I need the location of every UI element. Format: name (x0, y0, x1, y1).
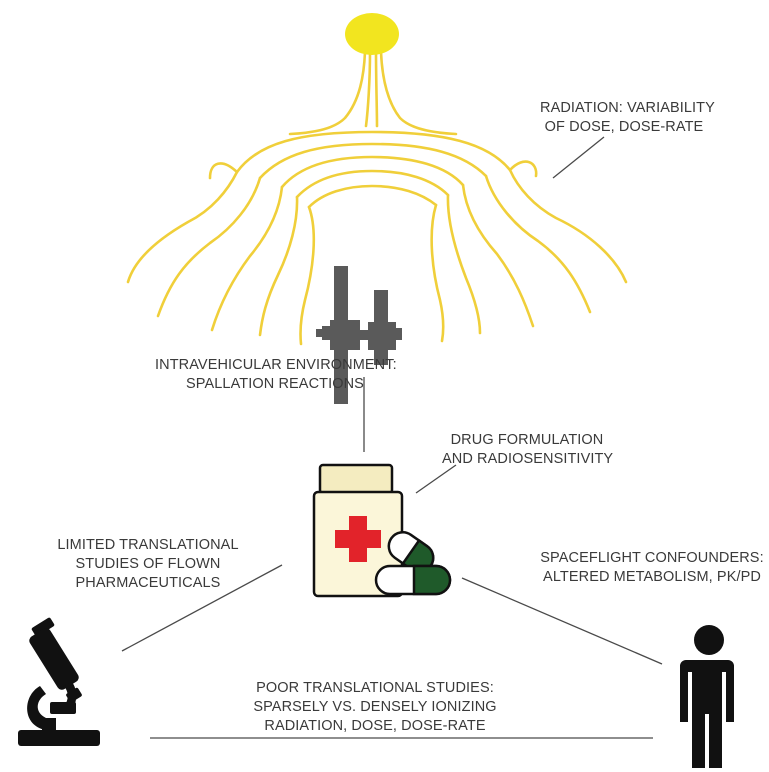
label-line: SPACEFLIGHT CONFOUNDERS: (540, 550, 764, 566)
field-line (508, 160, 538, 178)
field-line (307, 184, 438, 209)
connector-lines (121, 136, 663, 739)
connector-drug (415, 464, 457, 494)
field-line (280, 155, 465, 189)
connector-radiation (552, 136, 605, 179)
field-line (364, 50, 372, 128)
label-poor: POOR TRANSLATIONAL STUDIES: SPARSELY VS.… (246, 679, 504, 736)
field-line (508, 168, 628, 284)
label-spaceflight: SPACEFLIGHT CONFOUNDERS: ALTERED METABOL… (536, 549, 768, 587)
field-line (208, 162, 239, 180)
person-icon (680, 625, 734, 768)
field-line (374, 50, 379, 128)
label-line: STUDIES OF FLOWN (75, 556, 221, 572)
label-drug: DRUG FORMULATION AND RADIOSENSITIVITY (442, 431, 614, 469)
field-line (484, 174, 592, 314)
microscope-icon (18, 617, 100, 746)
label-line: PHARMACEUTICALS (75, 575, 221, 591)
field-line (126, 170, 239, 284)
field-line (461, 183, 535, 328)
field-line (430, 203, 445, 343)
label-line: LIMITED TRANSLATIONAL (57, 537, 239, 553)
label-line: INTRAVEHICULAR ENVIRONMENT: (155, 357, 397, 373)
label-line: RADIATION: VARIABILITY (540, 100, 715, 116)
label-line: OF DOSE, DOSE-RATE (544, 119, 704, 135)
connector-spaceflight (461, 577, 663, 665)
capsule-icon (374, 531, 452, 596)
sun-icon (345, 13, 399, 55)
field-line (258, 142, 488, 180)
connector-limited (121, 564, 283, 652)
label-limited: LIMITED TRANSLATIONAL STUDIES OF FLOWN P… (42, 536, 254, 593)
label-line: SPARSELY VS. DENSELY IONIZING (253, 699, 497, 715)
field-line (156, 176, 262, 318)
field-line (235, 130, 512, 174)
label-line: ALTERED METABOLISM, PK/PD (543, 569, 761, 585)
label-line: RADIATION, DOSE, DOSE-RATE (264, 718, 486, 734)
label-line: DRUG FORMULATION (450, 432, 604, 448)
space-station-icon (316, 266, 402, 404)
field-line (446, 193, 482, 335)
field-line (299, 205, 316, 346)
cross-icon (335, 516, 381, 562)
label-line: SPALLATION REACTIONS (186, 376, 364, 392)
radiation-field-lines (126, 50, 628, 346)
label-intravehicular: INTRAVEHICULAR ENVIRONMENT: SPALLATION R… (155, 356, 397, 394)
field-line (295, 169, 450, 199)
label-radiation: RADIATION: VARIABILITY OF DOSE, DOSE-RAT… (540, 99, 715, 137)
field-line (288, 50, 367, 136)
field-line (379, 50, 458, 136)
label-line: POOR TRANSLATIONAL STUDIES: (256, 680, 494, 696)
label-line: AND RADIOSENSITIVITY (442, 451, 614, 467)
field-line (258, 195, 299, 337)
field-line (210, 185, 284, 332)
